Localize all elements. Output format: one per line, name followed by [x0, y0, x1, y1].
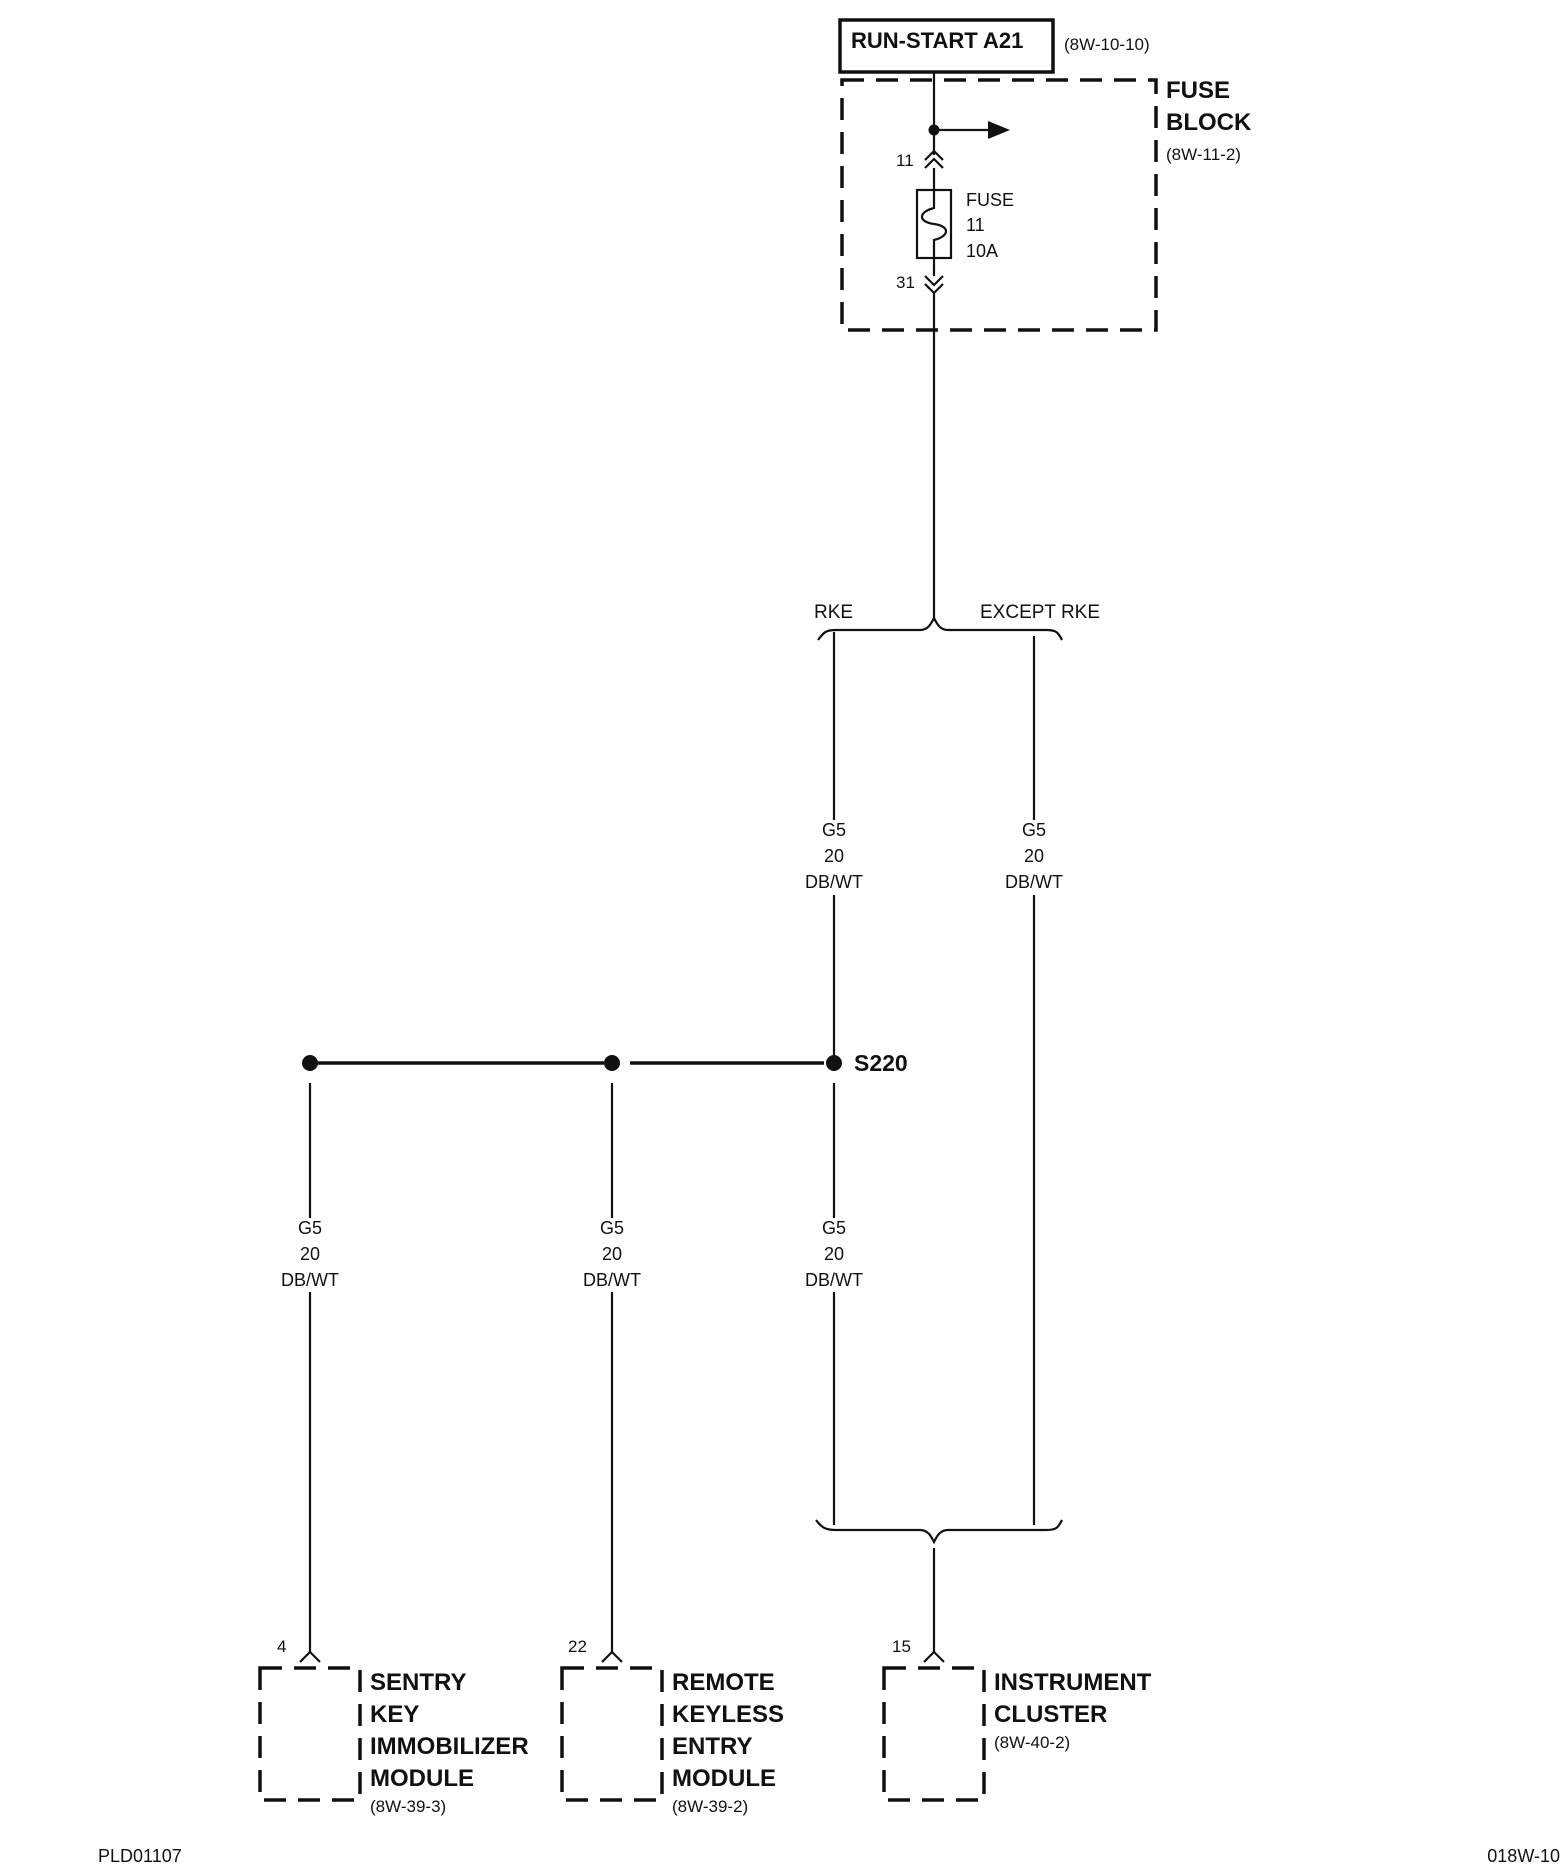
module-instrument-cluster: 15 INSTRUMENT CLUSTER (8W-40-2) [882, 1637, 1152, 1802]
module-outline [882, 1666, 986, 1802]
branch-top: RKE EXCEPT RKE [814, 602, 1100, 641]
pin-11-connector-icon [924, 149, 944, 169]
fuse-label: FUSE [966, 190, 1014, 210]
module-name-line: CLUSTER [994, 1701, 1107, 1728]
module-name-line: REMOTE [672, 1669, 775, 1696]
wire-label-sentry: G5 20 DB/WT [281, 1218, 339, 1290]
wire-color: DB/WT [281, 1270, 339, 1290]
fuse-number: 11 [966, 215, 985, 235]
splice-name: S220 [854, 1050, 908, 1076]
wire-gauge: 20 [300, 1244, 320, 1264]
run-start-source: RUN-START A21 (8W-10-10) [838, 18, 1150, 74]
source-name: RUN-START A21 [851, 28, 1023, 53]
wire-circuit: G5 [600, 1218, 624, 1238]
wire-color: DB/WT [1005, 872, 1063, 892]
branch-top-right-label: EXCEPT RKE [980, 602, 1100, 623]
module-outline [560, 1666, 664, 1802]
splice-s220: S220 [302, 1050, 908, 1076]
footer-right-code: 018W-10 [1487, 1846, 1560, 1866]
fuse-block: FUSE BLOCK (8W-11-2) 11 FUSE 11 10A 31 [840, 72, 1252, 332]
module-sentry-key-immobilizer: 4 SENTRY KEY IMMOBILIZER MODULE (8W-39-3… [258, 1637, 529, 1816]
wire-label-rke-module: G5 20 DB/WT [583, 1218, 641, 1290]
wire-label-except-rke: G5 20 DB/WT [1005, 820, 1063, 892]
module-name-line: MODULE [672, 1765, 776, 1792]
module-pin: 15 [892, 1637, 911, 1656]
fuse-pin-bottom: 31 [896, 273, 915, 292]
splice-dot-left [302, 1055, 318, 1071]
pin-31-connector-icon [924, 275, 944, 295]
source-box [838, 18, 1055, 74]
wire-label-rke-lower: G5 20 DB/WT [805, 1218, 863, 1290]
branch-top-left-label: RKE [814, 602, 853, 623]
module-name-line: MODULE [370, 1765, 474, 1792]
fuse-pin-top: 11 [896, 151, 914, 170]
wire-circuit: G5 [822, 1218, 846, 1238]
fuse-block-title-1: FUSE [1166, 77, 1230, 104]
wire-color: DB/WT [583, 1270, 641, 1290]
fuse-block-ref: (8W-11-2) [1166, 145, 1241, 164]
module-ref: (8W-39-2) [672, 1797, 748, 1816]
footer-left-code: PLD01107 [98, 1846, 182, 1866]
module-name-line: INSTRUMENT [994, 1669, 1152, 1696]
wire-circuit: G5 [1022, 820, 1046, 840]
module-connector-icon [601, 1650, 623, 1663]
module-pin: 4 [277, 1637, 286, 1656]
fuse-outgoing-arrow-icon [988, 121, 1010, 139]
wire-circuit: G5 [822, 820, 846, 840]
wire-color: DB/WT [805, 872, 863, 892]
module-name-line: KEY [370, 1701, 419, 1728]
module-remote-keyless-entry: 22 REMOTE KEYLESS ENTRY MODULE (8W-39-2) [560, 1637, 784, 1816]
module-name-line: IMMOBILIZER [370, 1733, 529, 1760]
wire-color: DB/WT [805, 1270, 863, 1290]
splice-dot-right [826, 1055, 842, 1071]
wire-label-rke-upper: G5 20 DB/WT [805, 820, 863, 892]
branch-top-bracket [817, 615, 1063, 641]
module-name-line: KEYLESS [672, 1701, 784, 1728]
fuse-link-icon [920, 190, 948, 258]
fuse-block-title-2: BLOCK [1166, 109, 1252, 136]
module-connector-icon [923, 1650, 945, 1663]
fuse-rating: 10A [966, 241, 998, 261]
splice-dot-middle [604, 1055, 620, 1071]
source-ref: (8W-10-10) [1064, 35, 1150, 54]
fuse-block-outline [840, 78, 1158, 332]
module-ref: (8W-39-3) [370, 1797, 446, 1816]
module-connector-icon [299, 1650, 321, 1663]
module-outline [258, 1666, 362, 1802]
wire-gauge: 20 [1024, 846, 1044, 866]
module-ref: (8W-40-2) [994, 1733, 1070, 1752]
module-name-line: SENTRY [370, 1669, 466, 1696]
module-name-line: ENTRY [672, 1733, 752, 1760]
branch-bottom-bracket [815, 1519, 1063, 1545]
wire-gauge: 20 [824, 846, 844, 866]
wire-circuit: G5 [298, 1218, 322, 1238]
wire-gauge: 20 [602, 1244, 622, 1264]
wire-gauge: 20 [824, 1244, 844, 1264]
module-pin: 22 [568, 1637, 587, 1656]
